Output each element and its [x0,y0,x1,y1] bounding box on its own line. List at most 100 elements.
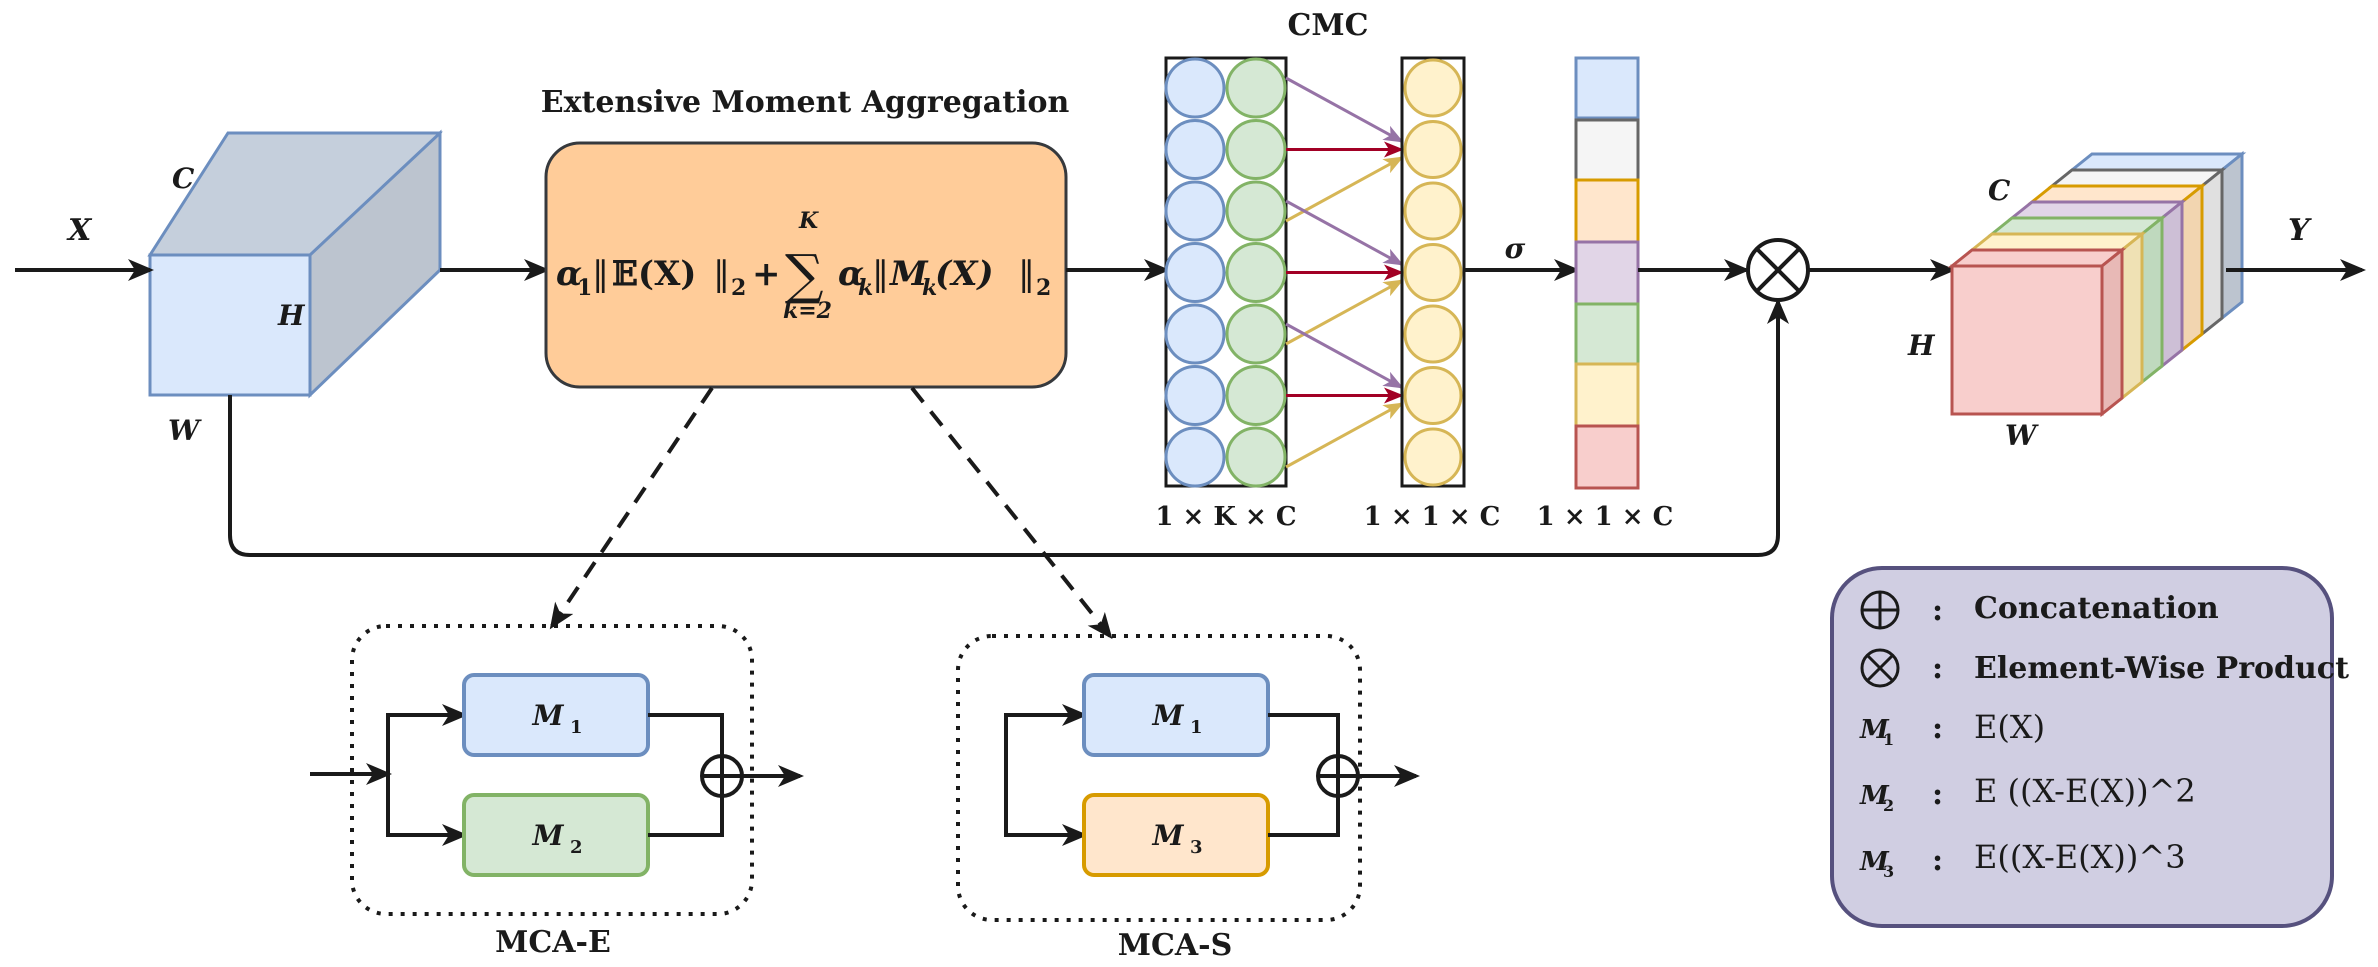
legend-symbol-3: M [1859,715,1890,745]
legend-concat-icon [1860,590,1900,630]
mca-s-m1-sub: 1 [1190,717,1203,738]
formula-norm-close: ‖ [713,254,730,294]
legend-text-2: Element-Wise Product [1974,651,2349,686]
mca-s-branch-lines [1004,713,1084,837]
legend-sub-5: 3 [1883,862,1894,881]
cmc-yellow-circle-4 [1403,243,1463,302]
mca-e-m1-sub: 1 [570,717,583,738]
mca-s-title: MCA-S [1118,928,1232,963]
mca-e-concat-symbol [700,754,744,798]
legend-colon-5: : [1932,843,1943,878]
output-slice-top-4 [2007,200,2187,220]
cmc-blue-circle-3 [1164,180,1226,242]
legend-symbol-5: M [1859,847,1890,877]
mca-e-title: MCA-E [495,925,611,960]
output-slice-top-6 [1967,232,2147,252]
cmc-green-circle-4 [1225,242,1287,303]
cmc-input-circles [1164,57,1287,488]
ema-to-mca-e-dashed-arrow [549,386,714,630]
ema-to-mca-s-dashed-arrow [910,386,1113,640]
legend-box [1830,566,2334,928]
output-slice-side-2 [2200,166,2224,338]
formula-alphak: α [838,254,864,294]
mca-e-m2-sub: 2 [570,837,583,858]
legend: : Concatenation : Element-Wise Product M… [1830,566,2349,928]
legend-colon-3: : [1932,711,1943,746]
output-slice-side-5 [2140,214,2164,386]
input-c-label: C [172,162,195,195]
vector-cell-green [1574,302,1640,366]
vector-cell-gray [1574,118,1640,182]
legend-colon-4: : [1932,777,1943,812]
mca-e-block: M 1 M 2 MCA-E [310,624,804,960]
output-slice-side-3 [2180,182,2204,354]
sigma-label: σ [1505,232,1526,265]
output-y-label: Y [2288,213,2312,248]
formula-mk-arg: (X) [935,254,994,294]
ema-formula: α 1 ‖ 𝔼(X) ‖ 2 + ∑ K k=2 α k ‖ M k (X) ‖… [556,208,1051,324]
formula-sum-bottom: k=2 [783,298,832,324]
vector-cell-yellow [1574,362,1640,428]
cmc-green-circle-6 [1225,365,1287,426]
formula-plus: + [752,254,781,294]
cmc-yellow-circle-1 [1403,58,1463,118]
cmc-blue-circle-6 [1164,365,1226,426]
element-wise-product-symbol [1746,238,1810,302]
cmc-kernel-arrow-2-1 [1285,199,1404,266]
ema-title: Extensive Moment Aggregation [541,85,1070,120]
mca-e-m2-label: M [532,819,565,852]
mca-s-concat-symbol [1316,754,1360,798]
cmc-kernel-arrow-3-1 [1285,322,1404,389]
output-slice-front [1950,264,2104,416]
legend-symbol-4: M [1859,781,1890,811]
channel-vector [1574,56,1640,490]
legend-sub-3: 1 [1883,730,1894,749]
dim-11c-label-a: 1 × 1 × C [1364,502,1501,532]
formula-sum-top: K [798,208,819,234]
mca-e-branch-top [386,704,468,774]
formula-sub2: 2 [731,275,746,301]
output-slice-side-7 [2100,246,2124,418]
dim-11c-label-b: 1 × 1 × C [1537,502,1674,532]
formula-norm-open: ‖ [592,254,609,294]
legend-text-4: E ((X-E(X))^2 [1974,772,2196,810]
vector-cell-orange [1574,178,1640,244]
output-slice-side-6 [2120,230,2144,402]
legend-text-5: E((X-E(X))^3 [1974,838,2186,876]
ema-box [544,141,1068,389]
formula-sum: ∑ [785,243,824,306]
formula-sub1: 1 [577,275,592,301]
cmc-green-circle-7 [1225,426,1287,488]
output-slice-side-4 [2160,198,2184,370]
vector-cell-blue [1574,56,1640,120]
cmc-kernel-arrow-1-1 [1285,76,1404,143]
output-slice-top-2 [2047,168,2227,188]
formula-subk: k [858,275,873,301]
cmc-yellow-circle-7 [1403,427,1463,487]
legend-sub-4: 2 [1883,796,1894,815]
mca-s-block: M 1 M 3 MCA-S [956,634,1420,963]
vector-cell-purple [1574,240,1640,306]
cmc-blue-circle-4 [1164,242,1226,303]
mca-s-m3-sub: 3 [1190,837,1203,858]
legend-text-1: Concatenation [1974,591,2219,626]
cmc-green-circle-5 [1225,303,1287,365]
output-slice-top-7 [1947,248,2127,268]
cmc-title: CMC [1288,8,1369,43]
output-slice-top-1 [2067,152,2247,172]
cmc-kernel-arrow-3-3 [1285,402,1404,469]
cmc-yellow-circle-2 [1403,120,1463,179]
formula-e: 𝔼(X) [612,254,696,294]
input-cube-front [148,253,312,397]
legend-product-icon [1860,648,1900,688]
input-h-label: H [277,299,306,332]
mca-e-frame [350,624,754,916]
output-h-label: H [1907,329,1936,362]
cmc-green-circle-2 [1225,119,1287,180]
mca-e-m1-label: M [532,699,565,732]
mca-e-branch-bottom [386,774,468,846]
skip-connection [228,298,1789,557]
formula-alpha1: α [556,254,582,294]
input-w-label: W [168,414,202,447]
output-cube [1947,150,2247,418]
